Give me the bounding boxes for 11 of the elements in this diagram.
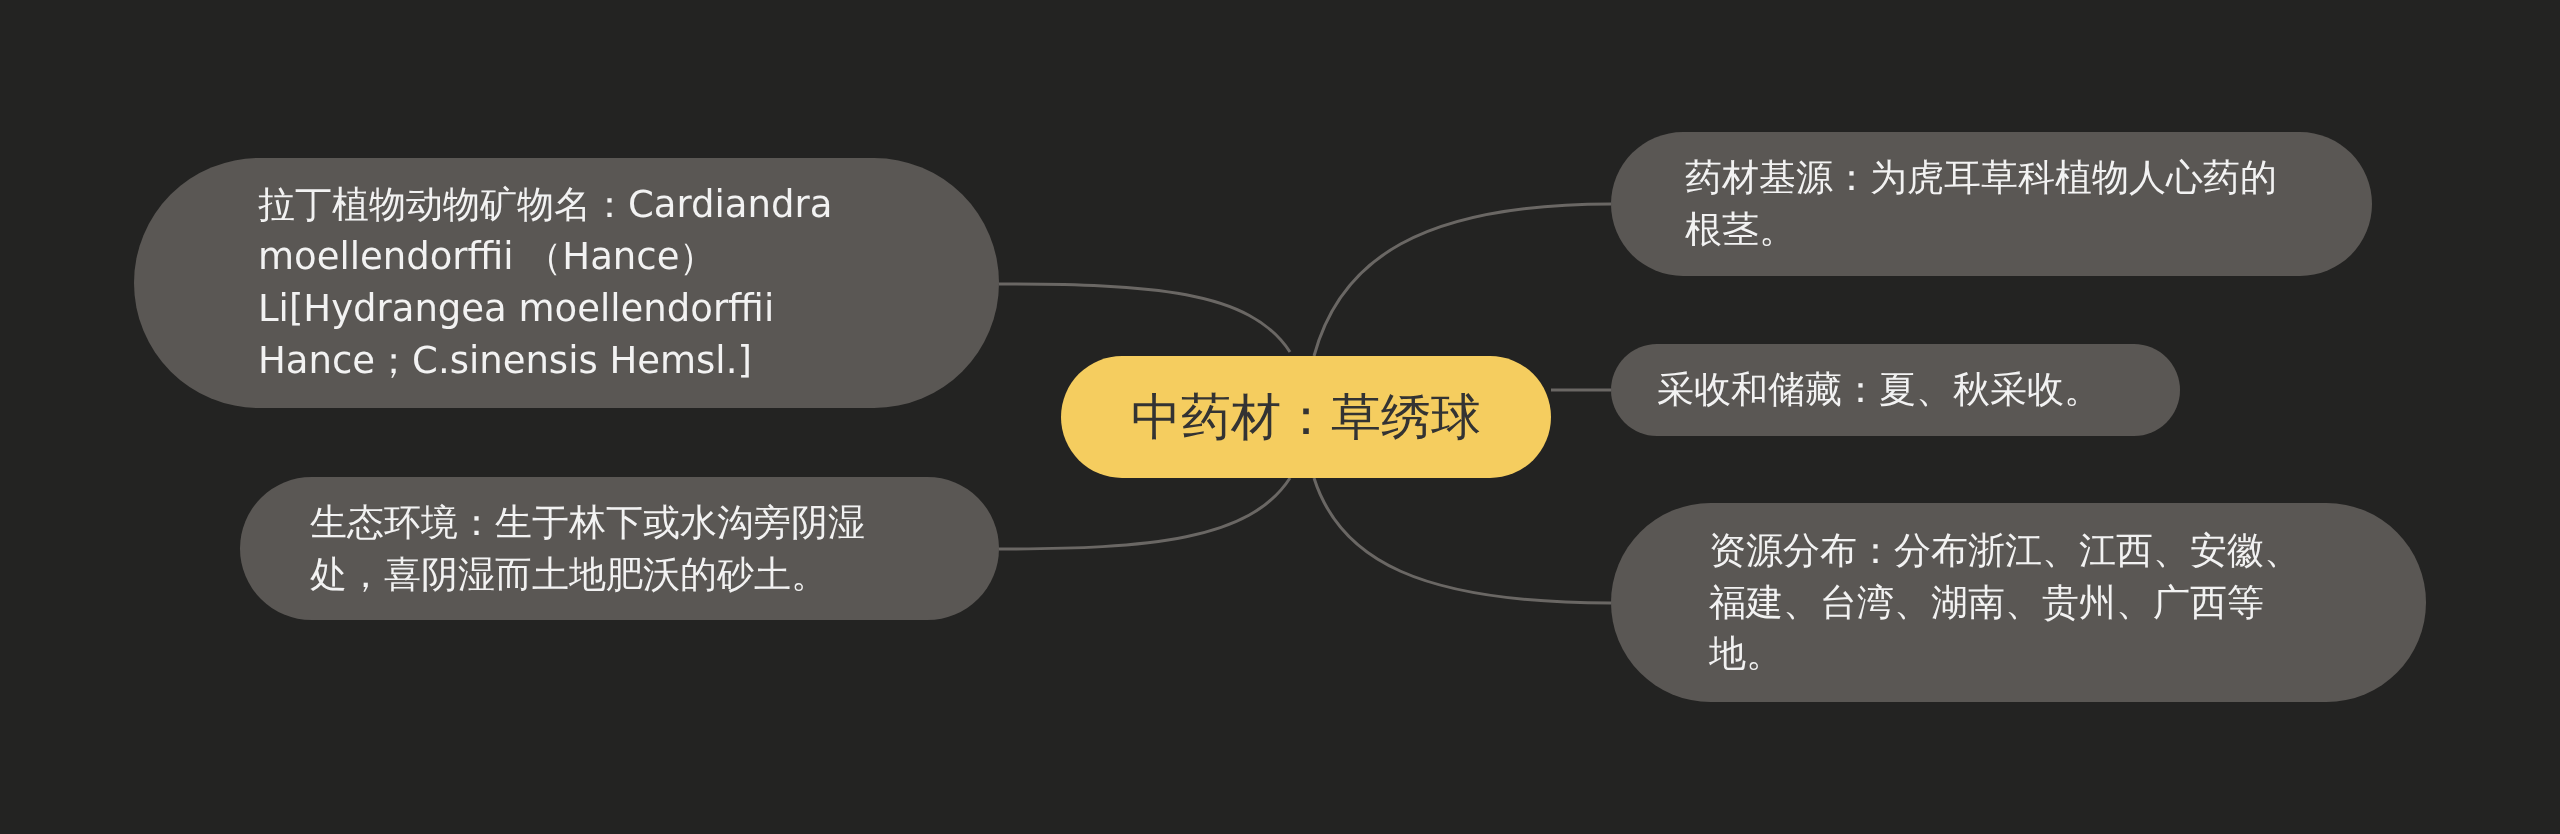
subtopic-box: 生态环境：生于林下或水沟旁阴湿处，喜阴湿而土地肥沃的砂土。 <box>240 477 999 620</box>
subtopic-box: 拉丁植物动物矿物名：Cardiandra moellendorffii （Hance） Li[Hydrangea moellendorffii Hance；C.sinensis Hemsl.] <box>134 158 999 408</box>
subtopic-box: 药材基源：为虎耳草科植物人心药的根茎。 <box>1611 132 2372 276</box>
subtopic-box: 采收和储藏：夏、秋采收。 <box>1611 344 2180 436</box>
connector-line <box>1312 477 1612 605</box>
connector-line <box>1551 388 1611 392</box>
connector-line <box>1312 202 1612 357</box>
connector-line <box>999 282 1292 353</box>
connector-line <box>999 477 1292 551</box>
subtopic-box: 资源分布：分布浙江、江西、安徽、福建、台湾、湖南、贵州、广西等地。 <box>1611 503 2426 702</box>
central-topic-box: 中药材：草绣球 <box>1061 356 1551 478</box>
